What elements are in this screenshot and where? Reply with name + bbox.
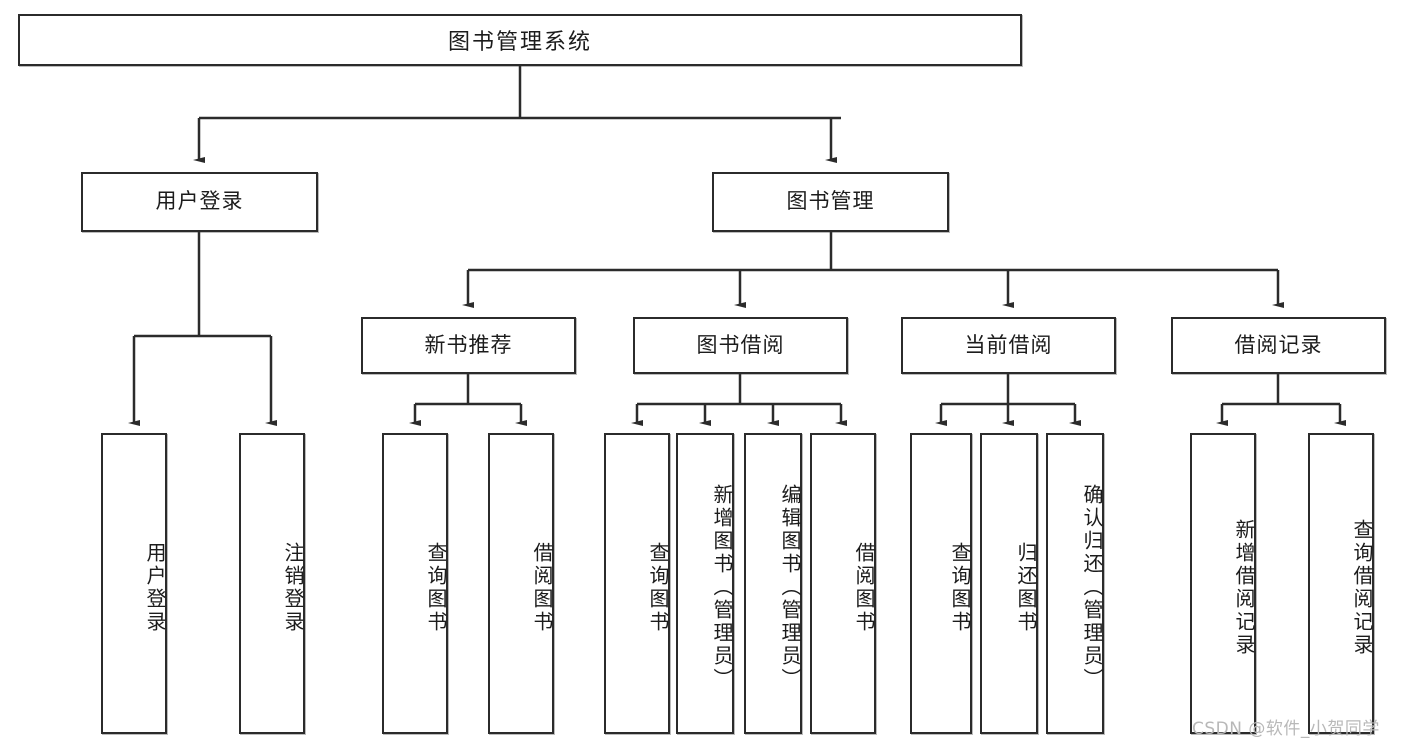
node-new-book-recommend-label: 新书推荐 xyxy=(424,332,513,357)
node-leaf-confirm-return-label: 确认归还（管理员） xyxy=(1080,484,1104,691)
node-user-login[interactable]: 用户登录 xyxy=(81,172,318,232)
node-user-login-label: 用户登录 xyxy=(155,189,244,214)
node-leaf-add-book[interactable]: 新增图书（管理员） xyxy=(676,433,734,734)
node-current-borrow-label: 当前借阅 xyxy=(964,332,1053,357)
node-leaf-query-book-1-label: 查询图书 xyxy=(424,541,448,634)
node-book-management[interactable]: 图书管理 xyxy=(712,172,949,232)
node-leaf-borrow-book-1[interactable]: 借阅图书 xyxy=(488,433,554,734)
node-leaf-edit-book-label: 编辑图书（管理员） xyxy=(778,484,802,691)
node-borrow-record[interactable]: 借阅记录 xyxy=(1171,317,1386,374)
node-current-borrow[interactable]: 当前借阅 xyxy=(901,317,1116,374)
node-root-label: 图书管理系统 xyxy=(447,30,592,55)
node-leaf-edit-book[interactable]: 编辑图书（管理员） xyxy=(744,433,802,734)
node-leaf-borrow-book-1-label: 借阅图书 xyxy=(530,541,554,634)
node-leaf-confirm-return[interactable]: 确认归还（管理员） xyxy=(1046,433,1104,734)
node-new-book-recommend[interactable]: 新书推荐 xyxy=(361,317,576,374)
node-leaf-query-book-1[interactable]: 查询图书 xyxy=(382,433,448,734)
node-leaf-logout-login[interactable]: 注销登录 xyxy=(239,433,305,734)
node-book-borrow-label: 图书借阅 xyxy=(696,332,785,357)
node-leaf-logout-login-label: 注销登录 xyxy=(281,541,305,634)
node-leaf-user-login[interactable]: 用户登录 xyxy=(101,433,167,734)
node-leaf-query-book-2-label: 查询图书 xyxy=(646,541,670,634)
node-leaf-query-book-2[interactable]: 查询图书 xyxy=(604,433,670,734)
node-book-management-label: 图书管理 xyxy=(786,189,875,214)
node-leaf-query-book-3-label: 查询图书 xyxy=(948,541,972,634)
node-leaf-return-book[interactable]: 归还图书 xyxy=(980,433,1038,734)
node-leaf-query-book-3[interactable]: 查询图书 xyxy=(910,433,972,734)
node-leaf-query-record[interactable]: 查询借阅记录 xyxy=(1308,433,1374,734)
node-book-borrow[interactable]: 图书借阅 xyxy=(633,317,848,374)
node-leaf-return-book-label: 归还图书 xyxy=(1014,541,1038,634)
node-leaf-borrow-book-2[interactable]: 借阅图书 xyxy=(810,433,876,734)
node-leaf-add-book-label: 新增图书（管理员） xyxy=(710,484,734,691)
node-leaf-borrow-book-2-label: 借阅图书 xyxy=(852,541,876,634)
node-leaf-query-record-label: 查询借阅记录 xyxy=(1350,518,1374,657)
node-root[interactable]: 图书管理系统 xyxy=(18,14,1022,66)
node-leaf-user-login-label: 用户登录 xyxy=(143,541,167,634)
node-borrow-record-label: 借阅记录 xyxy=(1234,332,1323,357)
node-leaf-add-record-label: 新增借阅记录 xyxy=(1232,518,1256,657)
node-leaf-add-record[interactable]: 新增借阅记录 xyxy=(1190,433,1256,734)
watermark: CSDN @软件_小贺同学 xyxy=(1192,719,1380,739)
